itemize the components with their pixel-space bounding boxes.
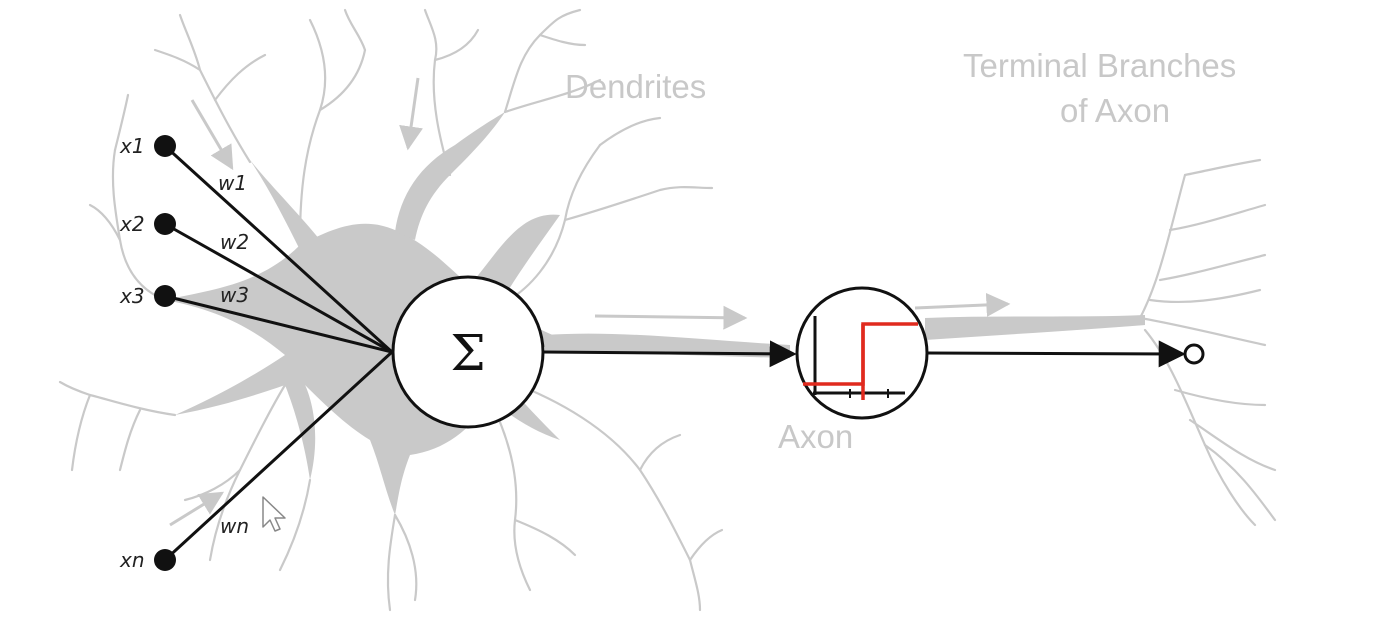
weight-line-wn [163, 350, 394, 562]
axon-terminal-branches [1138, 158, 1277, 527]
dendrite-branches [58, 8, 724, 612]
activation-function-node [795, 286, 929, 420]
terminal-branches-label-line1: Terminal Branches [963, 47, 1236, 84]
input-label-x1: x1 [119, 134, 145, 158]
axon-shaft-right [925, 315, 1145, 340]
dendrite-trunk-upper [395, 112, 505, 240]
input-weight-lines [163, 144, 394, 562]
weight-label-w1: w1 [218, 171, 247, 195]
step-function-plot [803, 316, 918, 400]
output-arrow [926, 340, 1186, 368]
dendrite-trunk-lowerleft [285, 375, 316, 480]
output-node [1183, 343, 1205, 365]
input-nodes [154, 135, 176, 571]
dendrite-trunk-left [250, 160, 320, 250]
input-labels: x1 x2 x3 xn w1 w2 w3 wn [119, 134, 249, 572]
weight-line-w1 [163, 144, 394, 354]
input-node-x3 [154, 285, 176, 307]
input-label-xn: xn [119, 548, 145, 572]
input-node-xn [154, 549, 176, 571]
sigma-symbol: Σ [450, 324, 485, 382]
signal-flow-arrows [169, 77, 1011, 527]
mouse-pointer-icon [262, 496, 286, 532]
terminal-branches-label-line2: of Axon [1060, 92, 1170, 129]
sum-to-activation-arrow [542, 340, 797, 368]
weight-label-w2: w2 [220, 230, 249, 254]
weight-label-w3: w3 [220, 283, 249, 307]
input-label-x3: x3 [119, 284, 145, 308]
input-node-x1 [154, 135, 176, 157]
axon-label: Axon [778, 418, 853, 455]
input-label-x2: x2 [119, 212, 145, 236]
weight-line-w3 [164, 294, 393, 354]
weight-label-wn: wn [220, 514, 249, 538]
dendrites-label: Dendrites [565, 68, 706, 105]
weight-line-w2 [164, 222, 393, 354]
input-node-x2 [154, 213, 176, 235]
summation-node: Σ [391, 275, 545, 429]
